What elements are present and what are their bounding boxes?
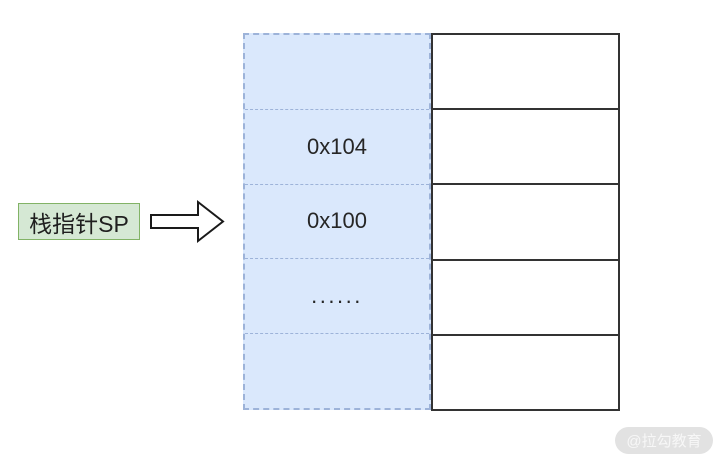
stack-pointer-label: 栈指针SP	[18, 203, 140, 240]
stack-row	[245, 334, 429, 408]
stack-row-label: ......	[311, 283, 363, 309]
stack-address-column: 0x104 0x100 ......	[243, 33, 431, 410]
stack-row-label: 0x104	[307, 133, 367, 159]
stack-row: 0x104	[245, 110, 429, 185]
stack-row-label: 0x100	[307, 208, 367, 234]
arrow-right-icon	[150, 199, 225, 244]
memory-cell-row	[433, 185, 618, 261]
memory-cell-row	[433, 336, 618, 409]
memory-cell-row	[433, 110, 618, 186]
stack-row: 0x100	[245, 185, 429, 260]
watermark-text: @拉勾教育	[626, 433, 702, 450]
memory-cell-column	[431, 33, 620, 411]
stack-row	[245, 35, 429, 110]
memory-cell-row	[433, 35, 618, 111]
memory-cell-row	[433, 261, 618, 336]
watermark-badge: @拉勾教育	[615, 427, 713, 454]
stack-row: ......	[245, 259, 429, 335]
